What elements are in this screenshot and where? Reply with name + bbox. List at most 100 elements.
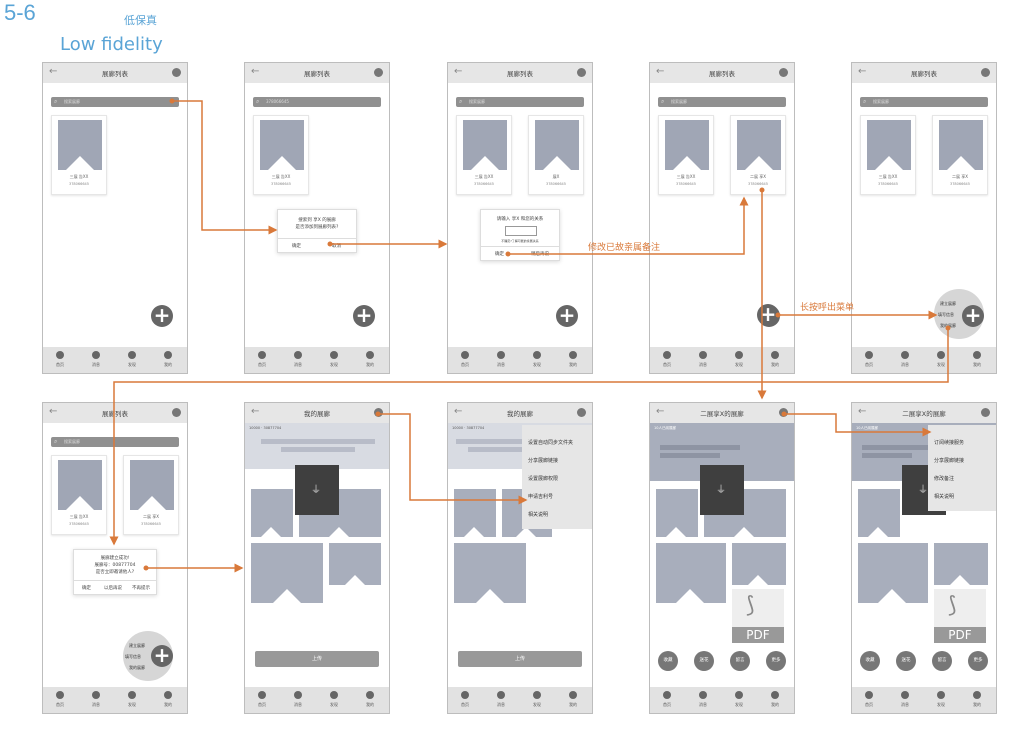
add-button[interactable]: + xyxy=(556,305,578,327)
radial-item[interactable]: 我的展廊 xyxy=(129,665,145,670)
gallery-card[interactable]: 三展 告XX 378066645 xyxy=(253,115,309,195)
pdf-file-icon[interactable]: ⟆ PDF xyxy=(934,589,986,643)
ok-button[interactable]: 确定 xyxy=(292,244,301,249)
action-flower-button[interactable]: 送花 xyxy=(694,651,714,671)
gallery-card[interactable]: 三展 告XX 378066645 xyxy=(51,115,107,195)
nav-item[interactable]: 首页 xyxy=(854,351,884,368)
nav-item[interactable]: 首页 xyxy=(45,691,75,708)
gallery-card[interactable]: 三展 告XX 378066645 xyxy=(860,115,916,195)
nav-item[interactable]: 发现 xyxy=(117,691,147,708)
nav-item[interactable]: 消息 xyxy=(486,351,516,368)
nav-item[interactable]: 我的 xyxy=(760,351,790,368)
nav-item[interactable]: 我的 xyxy=(962,691,992,708)
menu-item[interactable]: 订阅续接服务 xyxy=(934,440,965,446)
menu-icon[interactable] xyxy=(172,408,181,417)
nav-item[interactable]: 我的 xyxy=(962,351,992,368)
menu-icon[interactable] xyxy=(981,408,990,417)
action-collect-button[interactable]: 收藏 xyxy=(658,651,678,671)
search-input[interactable]: ⌕ 搜索展廊 xyxy=(860,97,988,107)
nav-item[interactable]: 消息 xyxy=(890,351,920,368)
gallery-card[interactable]: 二展 享X 378066645 xyxy=(123,455,179,535)
menu-icon[interactable] xyxy=(374,68,383,77)
menu-item[interactable]: 设置自动同步文件夹 xyxy=(528,440,574,446)
nav-item[interactable]: 首页 xyxy=(854,691,884,708)
nav-item[interactable]: 我的 xyxy=(558,691,588,708)
menu-icon[interactable] xyxy=(779,68,788,77)
nav-item[interactable]: 发现 xyxy=(522,691,552,708)
search-input[interactable]: ⌕ 搜索展廊 xyxy=(456,97,584,107)
gallery-card[interactable]: 二展 享X 378066645 xyxy=(932,115,988,195)
long-press-add-button[interactable]: + xyxy=(757,304,779,326)
nav-item[interactable]: 我的 xyxy=(558,351,588,368)
ok-button[interactable]: 确定 xyxy=(495,252,504,257)
nav-item[interactable]: 发现 xyxy=(117,351,147,368)
menu-item[interactable]: 相关说明 xyxy=(528,512,549,518)
menu-icon[interactable] xyxy=(577,408,586,417)
nav-item[interactable]: 消息 xyxy=(890,691,920,708)
menu-icon[interactable] xyxy=(981,68,990,77)
add-button[interactable]: + xyxy=(353,305,375,327)
menu-item[interactable]: 相关说明 xyxy=(934,494,955,500)
nav-item[interactable]: 消息 xyxy=(81,691,111,708)
radial-item[interactable]: 我的展廊 xyxy=(940,323,956,328)
add-button[interactable]: + xyxy=(151,305,173,327)
back-arrow-icon[interactable]: ← xyxy=(858,66,867,77)
dialog-hint[interactable]: 不确定?了解可能的亲属关系 xyxy=(501,239,539,243)
action-collect-button[interactable]: 收藏 xyxy=(860,651,880,671)
action-flower-button[interactable]: 送花 xyxy=(896,651,916,671)
gallery-card[interactable]: 三展 告XX 378066645 xyxy=(51,455,107,535)
nav-item[interactable]: 消息 xyxy=(81,351,111,368)
gallery-card[interactable]: 三展 告XX 378066645 xyxy=(658,115,714,195)
relation-input[interactable] xyxy=(505,226,537,236)
nav-item[interactable]: 首页 xyxy=(450,351,480,368)
add-button[interactable]: + xyxy=(151,645,173,667)
nav-item[interactable]: 消息 xyxy=(486,691,516,708)
search-input[interactable]: ⌕ 搜索展廊 xyxy=(51,437,179,447)
later-button[interactable]: 稍后再说 xyxy=(531,252,549,257)
menu-icon[interactable] xyxy=(374,408,383,417)
menu-item[interactable]: 申请吉利号 xyxy=(528,494,554,500)
menu-item[interactable]: 设置展廊权限 xyxy=(528,476,559,482)
nav-item[interactable]: 消息 xyxy=(283,351,313,368)
nav-item[interactable]: 首页 xyxy=(247,691,277,708)
back-arrow-icon[interactable]: ← xyxy=(656,66,665,77)
nav-item[interactable]: 发现 xyxy=(522,351,552,368)
upload-button[interactable]: 上传 xyxy=(255,651,379,667)
search-input[interactable]: ⌕ 搜索展廊 xyxy=(51,97,179,107)
nav-item[interactable]: 发现 xyxy=(724,691,754,708)
nav-item[interactable]: 首页 xyxy=(45,351,75,368)
nav-item[interactable]: 我的 xyxy=(355,691,385,708)
search-input[interactable]: ⌕ 搜索展廊 xyxy=(658,97,786,107)
menu-item[interactable]: 修改备注 xyxy=(934,476,955,482)
no-remind-button[interactable]: 不再提示 xyxy=(132,586,150,591)
action-comment-button[interactable]: 留言 xyxy=(932,651,952,671)
gallery-card[interactable]: 三展 告XX 378066645 xyxy=(456,115,512,195)
nav-item[interactable]: 发现 xyxy=(319,351,349,368)
radial-item[interactable]: 填写信息 xyxy=(125,654,141,659)
menu-icon[interactable] xyxy=(779,408,788,417)
nav-item[interactable]: 我的 xyxy=(153,691,183,708)
nav-item[interactable]: 消息 xyxy=(688,351,718,368)
nav-item[interactable]: 首页 xyxy=(450,691,480,708)
nav-item[interactable]: 首页 xyxy=(247,351,277,368)
menu-icon[interactable] xyxy=(172,68,181,77)
nav-item[interactable]: 我的 xyxy=(153,351,183,368)
action-more-button[interactable]: 更多 xyxy=(766,651,786,671)
radial-item[interactable]: 建立展廊 xyxy=(129,643,145,648)
gallery-card[interactable]: 展X 378066645 xyxy=(528,115,584,195)
back-arrow-icon[interactable]: ← xyxy=(49,406,58,417)
ok-button[interactable]: 确定 xyxy=(82,586,91,591)
nav-item[interactable]: 我的 xyxy=(355,351,385,368)
back-arrow-icon[interactable]: ← xyxy=(251,66,260,77)
menu-item[interactable]: 分享展廊链接 xyxy=(934,458,965,464)
nav-item[interactable]: 首页 xyxy=(652,691,682,708)
menu-item[interactable]: 分享展廊链接 xyxy=(528,458,559,464)
nav-item[interactable]: 消息 xyxy=(688,691,718,708)
nav-item[interactable]: 发现 xyxy=(319,691,349,708)
search-input[interactable]: ⌕ 378066645 xyxy=(253,97,381,107)
gallery-card[interactable]: 二展 享X 378066645 xyxy=(730,115,786,195)
menu-icon[interactable] xyxy=(577,68,586,77)
back-arrow-icon[interactable]: ← xyxy=(49,66,58,77)
nav-item[interactable]: 首页 xyxy=(652,351,682,368)
nav-item[interactable]: 消息 xyxy=(283,691,313,708)
